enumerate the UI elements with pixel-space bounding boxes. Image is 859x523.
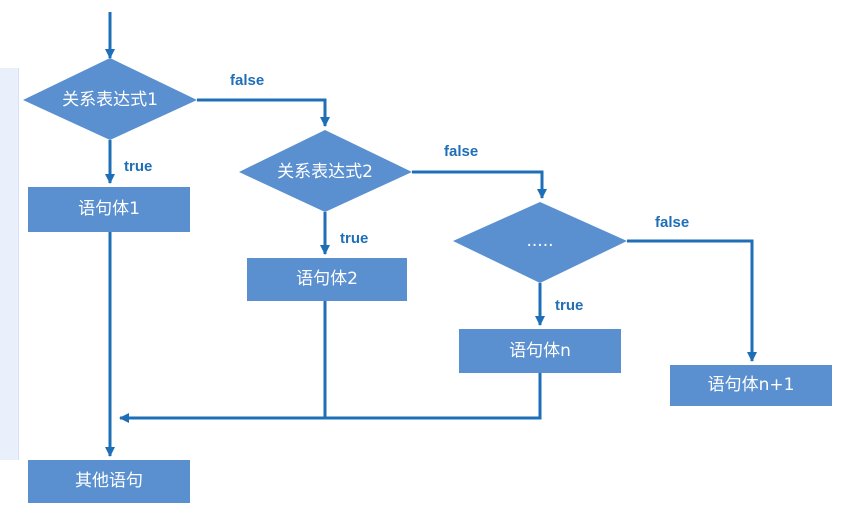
process-other-label: 其他语句 xyxy=(75,471,143,491)
decision-cond2-label: 关系表达式2 xyxy=(277,162,373,182)
edge-c1-false xyxy=(197,98,330,127)
label-c3-true: true xyxy=(555,297,583,314)
decision-cond1-label: 关系表达式1 xyxy=(62,90,158,110)
label-c2-false: false xyxy=(444,143,478,160)
decision-cond2: 关系表达式2 xyxy=(239,130,412,212)
process-bodyn1-label: 语句体n+1 xyxy=(708,375,795,395)
side-panel xyxy=(0,68,19,460)
process-bodyn-label: 语句体n xyxy=(509,341,571,361)
label-c3-false: false xyxy=(655,214,689,231)
process-body1-label: 语句体1 xyxy=(78,199,140,219)
process-body2: 语句体2 xyxy=(247,258,407,301)
decision-cond1: 关系表达式1 xyxy=(23,58,197,140)
label-c1-true: true xyxy=(124,158,152,175)
process-body2-label: 语句体2 xyxy=(296,269,358,289)
process-bodyn: 语句体n xyxy=(459,329,621,373)
label-c1-false: false xyxy=(230,72,264,89)
process-other: 其他语句 xyxy=(28,460,190,503)
edge-c3-false xyxy=(627,239,757,362)
edge-bodyn-merge xyxy=(119,373,542,423)
decision-cond3: ..... xyxy=(453,202,627,283)
edge-c2-false xyxy=(412,170,547,199)
decision-cond3-label: ..... xyxy=(526,231,553,251)
label-c2-true: true xyxy=(340,230,368,247)
process-body1: 语句体1 xyxy=(28,187,190,232)
process-bodyn1: 语句体n+1 xyxy=(670,365,832,406)
